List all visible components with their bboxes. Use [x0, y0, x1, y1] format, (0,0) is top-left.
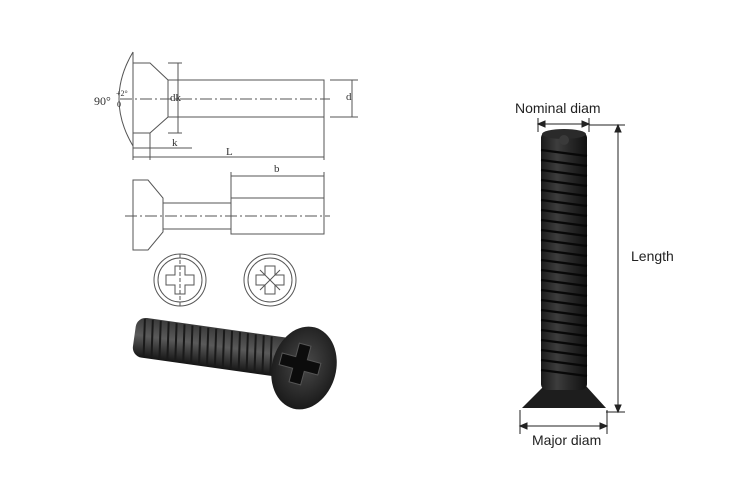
length-label: Length	[631, 248, 674, 264]
k-label: k	[172, 137, 178, 149]
angle-label: 90°	[94, 94, 111, 108]
nominal-diam-label: Nominal diam	[515, 100, 601, 116]
major-diam-label: Major diam	[532, 432, 602, 448]
d-label: d	[346, 91, 352, 103]
angle-tol-zero: 0	[117, 100, 121, 109]
angle-tol-plus: +2°	[116, 89, 128, 98]
side-view-partial-thread	[125, 172, 330, 251]
side-view-full-thread	[118, 51, 358, 160]
phillips-recess-view	[153, 253, 207, 307]
dk-label: dk	[170, 92, 181, 104]
b-label: b	[274, 163, 280, 175]
pozidriv-recess-view	[243, 253, 297, 307]
L-label: L	[226, 146, 233, 158]
